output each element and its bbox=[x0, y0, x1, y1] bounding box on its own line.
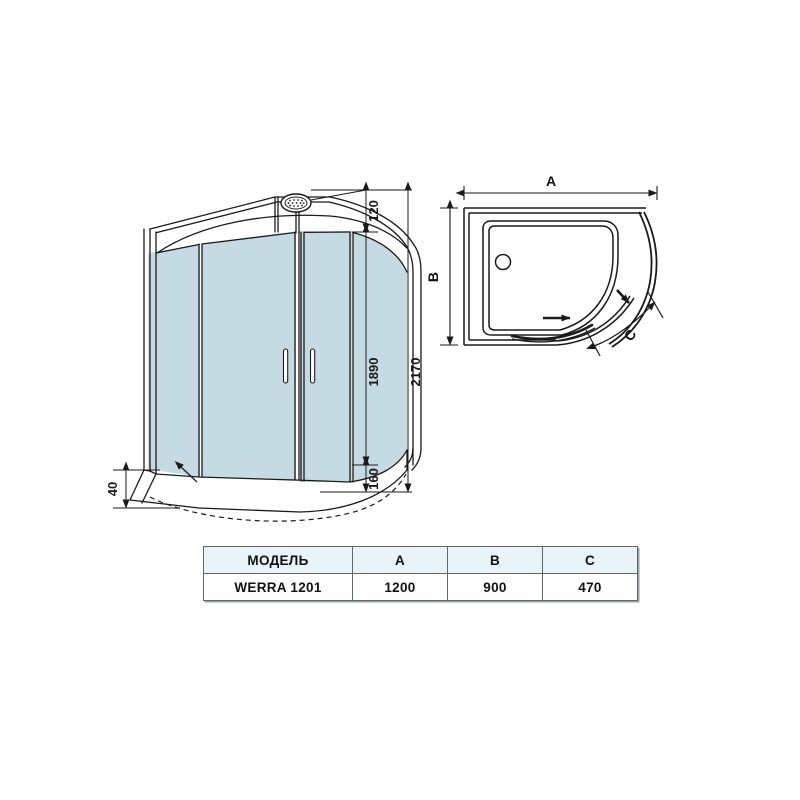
glass-fill-group bbox=[149, 232, 407, 482]
dimension-a-line bbox=[455, 186, 658, 200]
dimension-b-line bbox=[440, 199, 458, 346]
tray-hidden-edge-dashed bbox=[149, 473, 407, 522]
table-header-b: B bbox=[447, 546, 543, 574]
cell-b: 900 bbox=[447, 573, 543, 601]
table-header-c: C bbox=[542, 546, 638, 574]
door-handle bbox=[309, 348, 316, 384]
tray-height-dimension bbox=[113, 461, 180, 509]
table-row: WERRA 1201 1200 900 470 bbox=[203, 573, 638, 601]
table-header-a: A bbox=[352, 546, 448, 574]
vertical-dimensions bbox=[311, 181, 412, 493]
shower-tray-top-view: C A B bbox=[425, 173, 664, 357]
cell-c: 470 bbox=[542, 573, 638, 601]
label-a: A bbox=[546, 173, 556, 189]
table-header-row: МОДЕЛЬ A B C bbox=[203, 546, 638, 574]
cell-model: WERRA 1201 bbox=[203, 573, 353, 601]
dimension-1890: 1890 bbox=[366, 358, 381, 387]
drain-hole bbox=[494, 253, 512, 271]
dimension-160: 160 bbox=[366, 468, 381, 490]
dimension-120: 120 bbox=[366, 200, 381, 222]
table-header-model: МОДЕЛЬ bbox=[203, 546, 353, 574]
dimension-40: 40 bbox=[105, 482, 120, 496]
cell-a: 1200 bbox=[352, 573, 448, 601]
label-c: C bbox=[620, 326, 639, 343]
shower-head-icon bbox=[280, 193, 312, 213]
label-b: B bbox=[425, 272, 441, 282]
shower-head-leader bbox=[310, 189, 367, 201]
tray-leader-arrow bbox=[174, 461, 198, 483]
specification-table: МОДЕЛЬ A B C WERRA 1201 1200 900 470 bbox=[203, 546, 638, 601]
sliding-door-arrows bbox=[543, 289, 630, 322]
dimension-2170: 2170 bbox=[408, 358, 423, 387]
dimension-c-line bbox=[585, 291, 664, 357]
door-handle bbox=[282, 348, 289, 384]
